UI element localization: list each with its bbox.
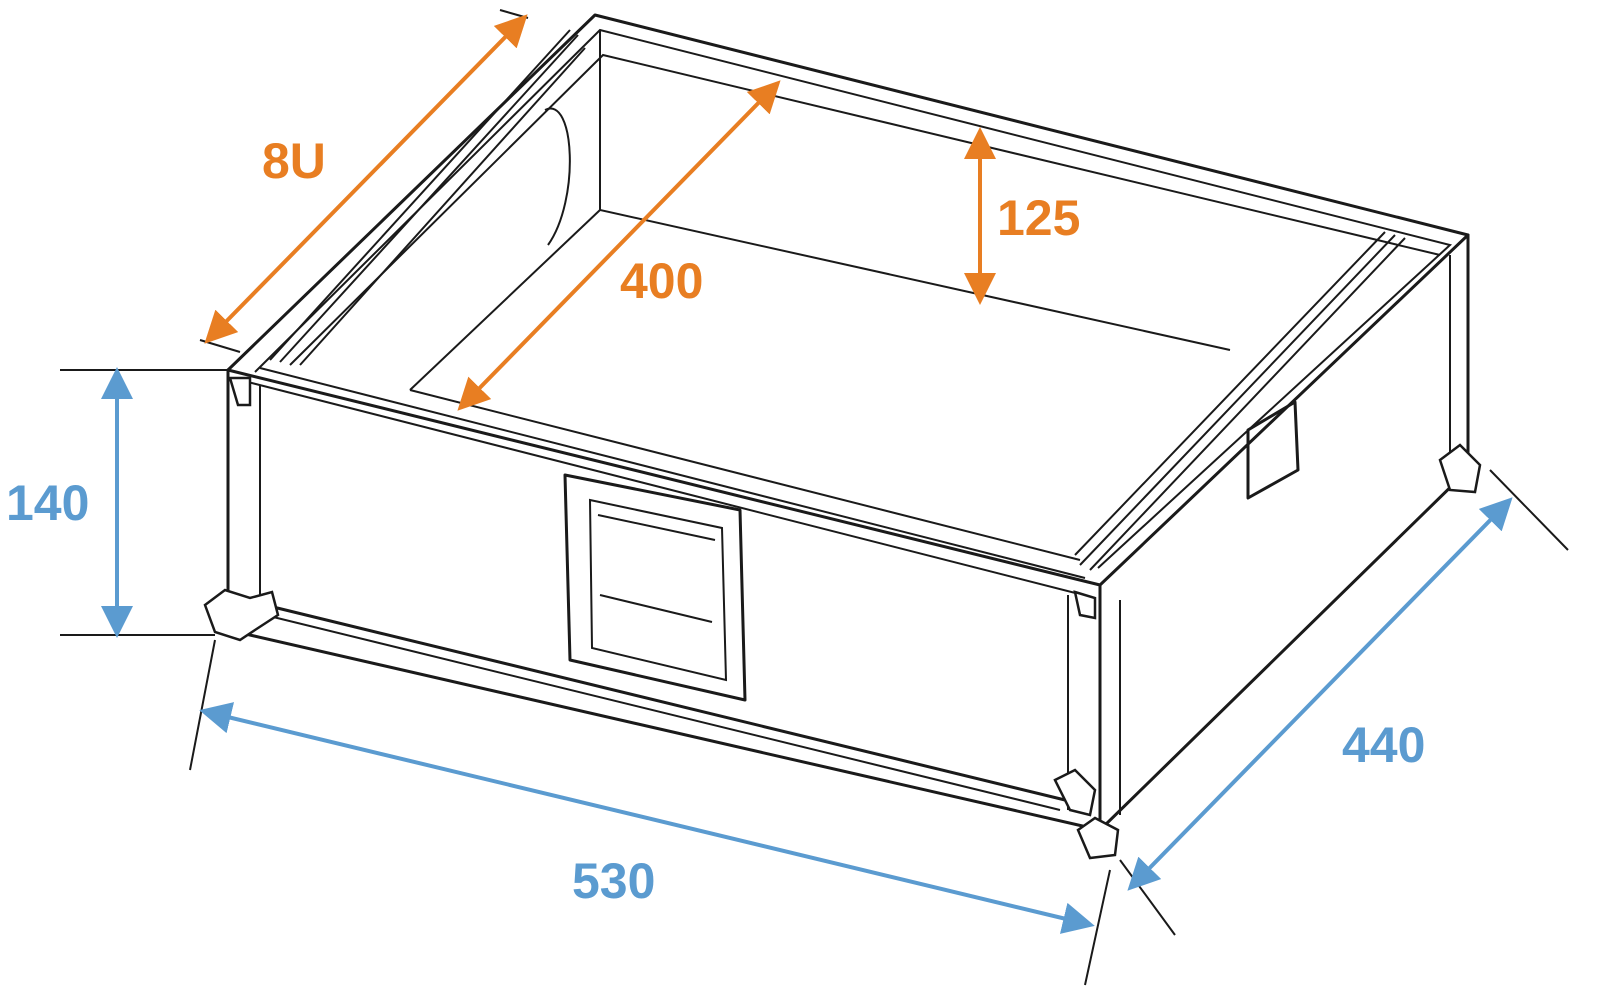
label-125: 125 — [997, 190, 1080, 246]
label-140: 140 — [6, 475, 89, 531]
dim-arrow-400 — [457, 80, 781, 411]
dim-arrow-530 — [199, 702, 1095, 934]
side-latch — [1246, 400, 1300, 500]
dimension-lines — [60, 9, 1569, 986]
front-handle — [563, 473, 747, 702]
label-440: 440 — [1342, 717, 1425, 773]
corner-pieces — [203, 376, 1482, 860]
side-handle — [544, 107, 571, 246]
label-8u: 8U — [262, 133, 326, 189]
label-530: 530 — [572, 853, 655, 909]
case-outline — [203, 13, 1482, 860]
dim-arrow-8u — [204, 14, 528, 344]
dimension-labels: 8U 400 125 140 530 440 — [6, 133, 1425, 909]
label-400: 400 — [620, 253, 703, 309]
dim-arrow-440 — [1127, 497, 1513, 891]
